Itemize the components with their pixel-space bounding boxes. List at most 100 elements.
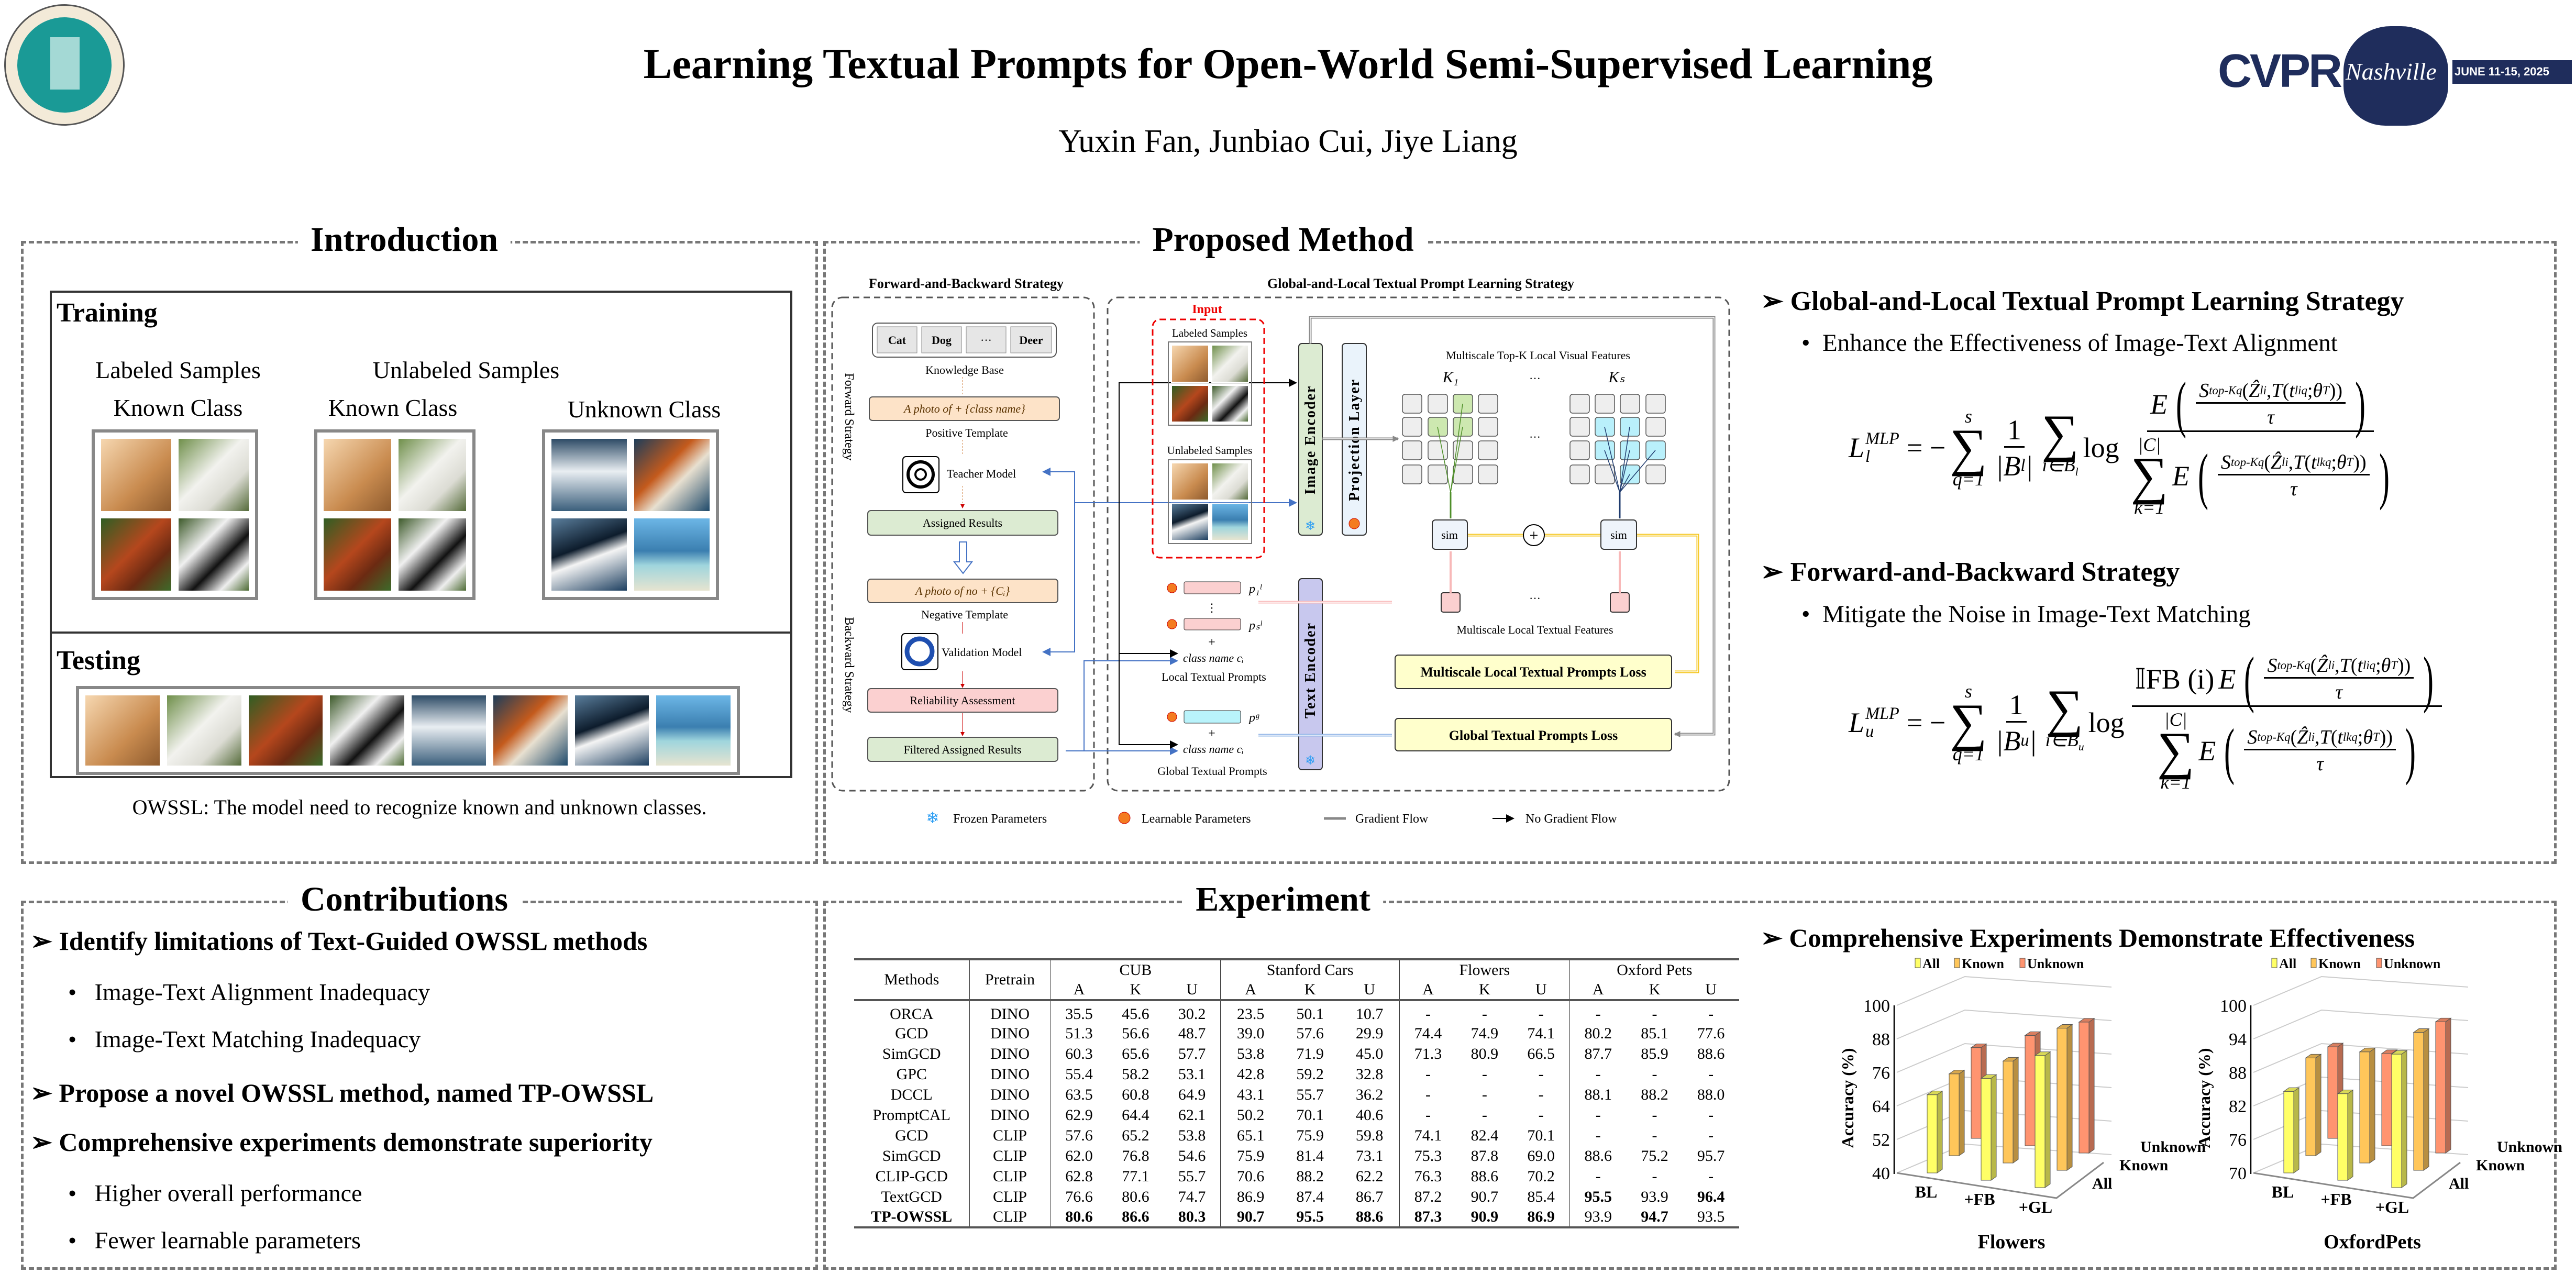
metric-value: 35.5 bbox=[1065, 1005, 1093, 1023]
math-token: l bbox=[2260, 384, 2263, 397]
depth-tick-label: All bbox=[2449, 1175, 2469, 1192]
feature-cell bbox=[1453, 417, 1473, 437]
metric-value: - bbox=[1512, 1084, 1570, 1105]
introduction-title: Introduction bbox=[297, 220, 511, 260]
math-token: i bbox=[2263, 384, 2267, 397]
paren: ) bbox=[2405, 715, 2416, 785]
feature-cell bbox=[1428, 394, 1448, 414]
kb-item: Cat bbox=[877, 326, 917, 353]
depth-tick-label: Unknown bbox=[2140, 1138, 2206, 1156]
bullet-icon: • bbox=[68, 1227, 95, 1254]
math-token: T bbox=[2373, 730, 2380, 744]
summation: |C|∑k=1 bbox=[2157, 708, 2195, 793]
dog-photo bbox=[1211, 462, 1249, 501]
math-token: t bbox=[2289, 380, 2295, 402]
math-symbol: , bbox=[2315, 726, 2320, 748]
legend-label: Unknown bbox=[2384, 956, 2441, 971]
metric-value: 75.2 bbox=[1641, 1147, 1668, 1165]
paren: ) bbox=[2355, 369, 2366, 439]
bar-all-BL bbox=[1926, 1090, 1943, 1173]
math-token: l bbox=[2342, 730, 2347, 744]
contribution-text: Higher overall performance bbox=[94, 1180, 362, 1206]
metric-value: - bbox=[1482, 1005, 1487, 1023]
dolphin-photo bbox=[1211, 503, 1249, 541]
math-token: τ bbox=[2316, 753, 2324, 775]
metric-value: 43.1 bbox=[1236, 1085, 1265, 1103]
feature-cell bbox=[1478, 464, 1498, 484]
metric-value: 90.7 bbox=[1471, 1188, 1499, 1205]
metric-value: 23.5 bbox=[1236, 1005, 1265, 1023]
fb-strategy-title: Forward-and-Backward Strategy bbox=[869, 276, 1064, 291]
metric-value: - bbox=[1708, 1005, 1714, 1023]
feature-cell bbox=[1402, 464, 1422, 484]
pretrain: CLIP bbox=[969, 1146, 1051, 1166]
bar-all-+GL bbox=[2034, 1051, 2051, 1188]
metric-value: 93.9 bbox=[1641, 1188, 1668, 1205]
metric-value: - bbox=[1595, 1005, 1601, 1023]
math-token: Ẑ bbox=[2270, 451, 2282, 473]
panda-photo bbox=[178, 517, 250, 592]
orca-photo bbox=[1171, 503, 1209, 541]
contribution-heading: ➢ Comprehensive experiments demonstrate … bbox=[30, 1127, 653, 1157]
metric-value: 93.5 bbox=[1697, 1207, 1725, 1225]
university-logo bbox=[4, 4, 125, 126]
metric-value: 77.6 bbox=[1697, 1024, 1725, 1042]
plus-circle-icon bbox=[1523, 524, 1545, 546]
metric-value: 88.2 bbox=[1296, 1167, 1324, 1185]
metric-value: 32.8 bbox=[1340, 1064, 1400, 1084]
metric-value: 10.7 bbox=[1340, 1000, 1400, 1023]
feature-cell bbox=[1645, 417, 1666, 437]
contribution-text: Image-Text Alignment Inadequacy bbox=[94, 979, 430, 1005]
metric-value: 88.6 bbox=[1471, 1167, 1499, 1185]
ellipsis: ··· bbox=[1529, 592, 1541, 605]
math-symbol: ( bbox=[2282, 380, 2290, 402]
math-token: i bbox=[2331, 659, 2335, 672]
metric-value: 76.3 bbox=[1414, 1167, 1442, 1185]
header-metric: K bbox=[1649, 980, 1661, 998]
y-tick-label: 52 bbox=[1872, 1131, 1890, 1150]
feature-cell bbox=[1478, 394, 1498, 414]
feature-cell bbox=[1645, 394, 1666, 414]
red-panda-photo bbox=[1171, 384, 1209, 423]
header-metric: K bbox=[1304, 980, 1316, 998]
metric-value: 62.1 bbox=[1164, 1105, 1221, 1125]
math-token: l bbox=[2294, 384, 2298, 397]
gl-strategy-title: Global-and-Local Textual Prompt Learning… bbox=[1267, 276, 1574, 291]
cat-photo bbox=[323, 438, 392, 512]
cat-photo bbox=[1171, 345, 1209, 383]
math-token: S bbox=[2220, 451, 2231, 473]
math-token: q bbox=[2236, 384, 2242, 397]
bullet-icon: • bbox=[68, 1026, 95, 1053]
math-token: l bbox=[2363, 659, 2367, 672]
equals-minus: = − bbox=[1906, 432, 1946, 463]
feature-cell bbox=[1428, 440, 1448, 460]
metric-value: - bbox=[1595, 1065, 1601, 1083]
flame-icon bbox=[1167, 712, 1177, 722]
dog-photo bbox=[1211, 345, 1249, 383]
metric-value: 39.0 bbox=[1236, 1024, 1265, 1042]
math-token: MLP bbox=[1865, 704, 1899, 723]
metric-value: - bbox=[1425, 1106, 1431, 1124]
math-symbol: , bbox=[2288, 451, 2294, 473]
math-token: S bbox=[2267, 655, 2278, 677]
method-name: CLIP-GCD bbox=[854, 1166, 970, 1187]
reliability-text: Reliability Assessment bbox=[910, 694, 1015, 707]
metric-value: 54.6 bbox=[1164, 1146, 1221, 1166]
filtered-results bbox=[867, 737, 1058, 762]
pretrain: CLIP bbox=[969, 1166, 1051, 1187]
text-encoder bbox=[1298, 578, 1323, 770]
cat-photo bbox=[100, 438, 172, 512]
x-tick-label: BL bbox=[1915, 1182, 1938, 1201]
kb-label: Knowledge Base bbox=[925, 363, 1004, 376]
experiment-title: Experiment bbox=[1183, 880, 1383, 920]
y-tick-label: 40 bbox=[1872, 1164, 1890, 1183]
unlabeled-sample-images bbox=[1168, 459, 1252, 544]
metric-value: - bbox=[1482, 1085, 1487, 1103]
y-tick-label: 76 bbox=[1872, 1063, 1890, 1083]
metric-value: 59.2 bbox=[1296, 1065, 1324, 1083]
